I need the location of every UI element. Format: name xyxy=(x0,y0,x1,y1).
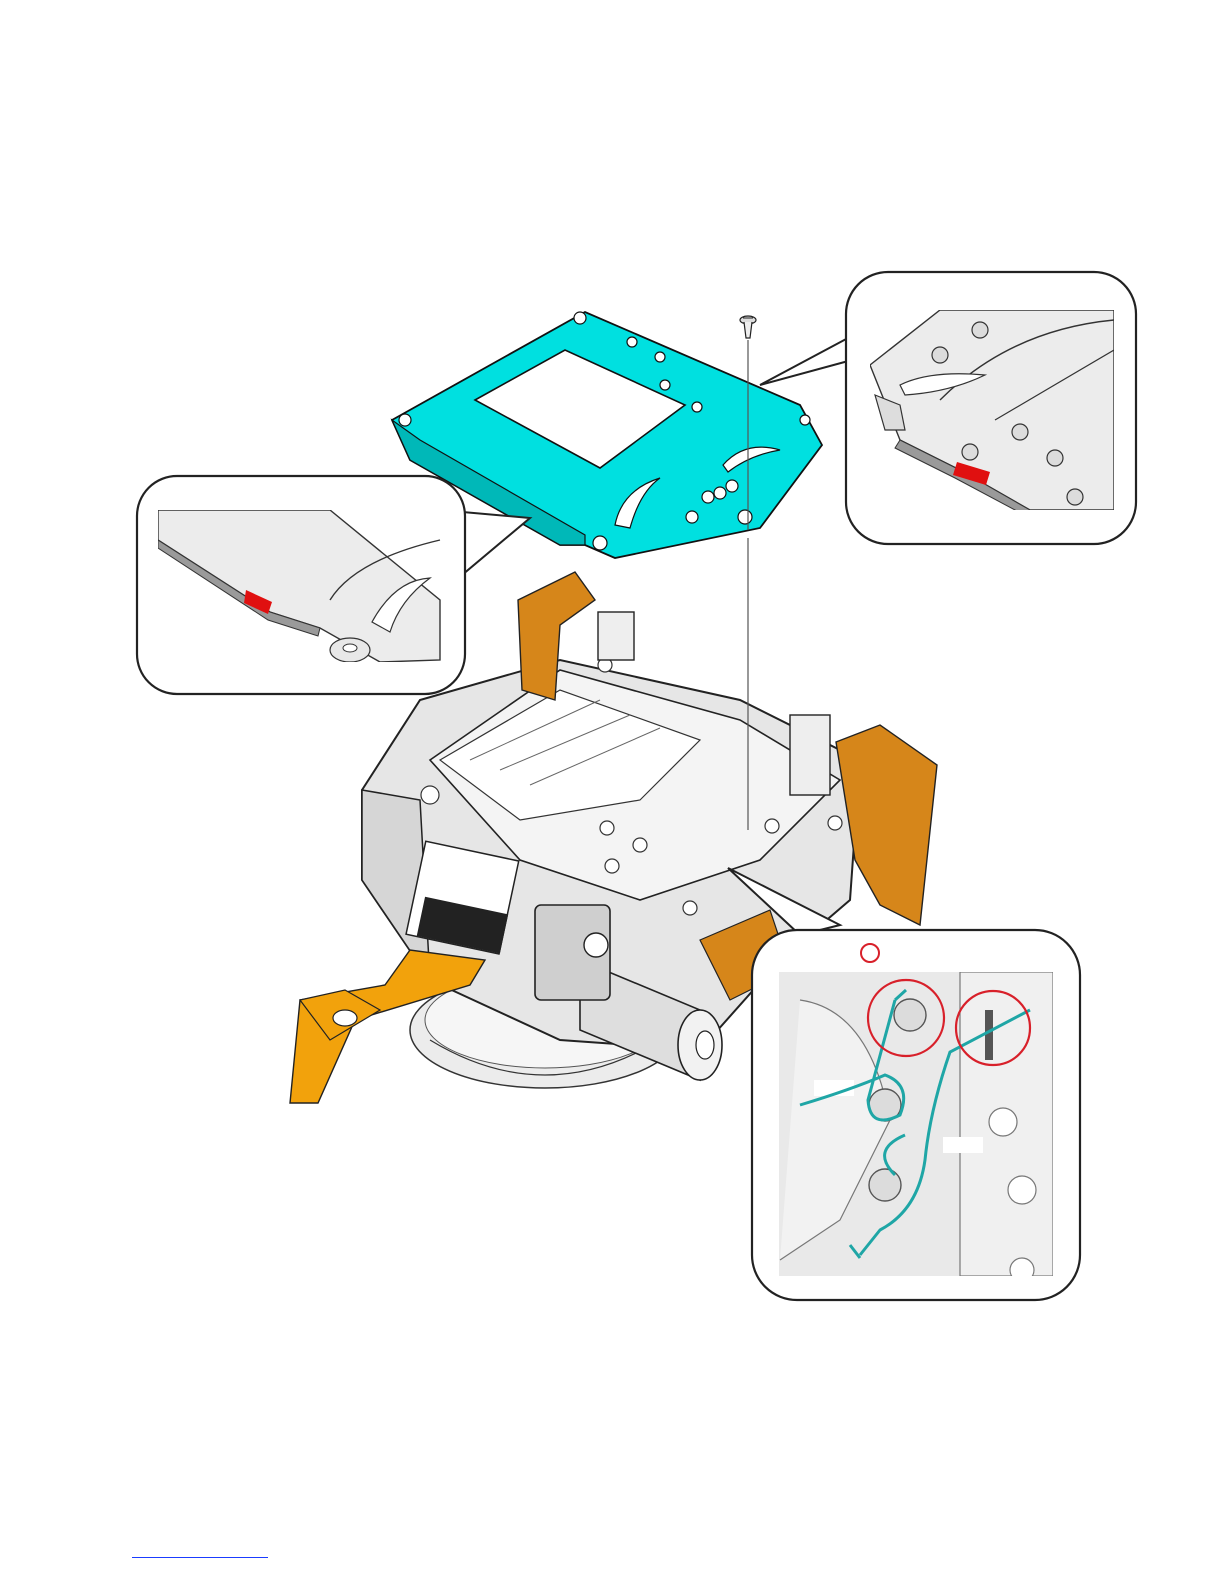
callout-left xyxy=(137,476,530,694)
callout-bottom xyxy=(728,868,1080,1300)
callout-right xyxy=(760,272,1136,544)
footer-link-underline[interactable] xyxy=(132,1557,268,1558)
screw-icon xyxy=(740,316,756,338)
